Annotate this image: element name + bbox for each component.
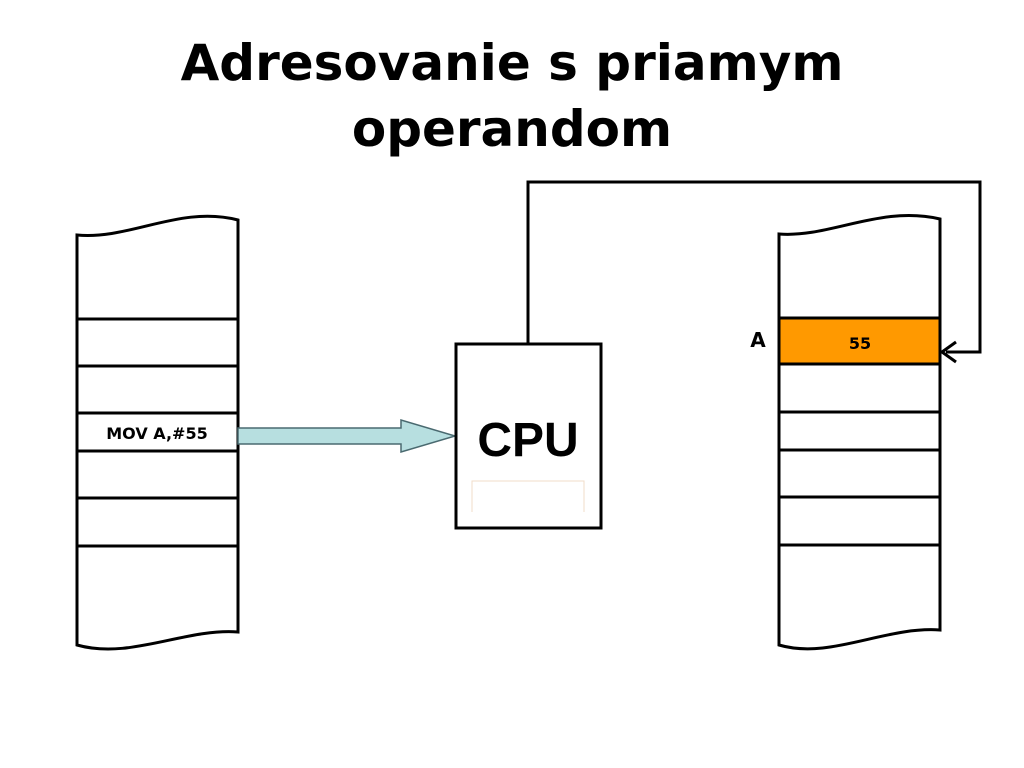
- program-memory-outline: [75, 214, 240, 651]
- program-memory: MOV A,#55: [75, 214, 240, 651]
- title-line-2: operandom: [351, 100, 673, 158]
- title-line-1: Adresovanie s priamym: [180, 34, 844, 92]
- data-memory: 55 A: [750, 214, 942, 651]
- instruction-text: MOV A,#55: [106, 424, 207, 443]
- cpu-label: CPU: [477, 414, 578, 467]
- write-path: [526, 180, 982, 354]
- cpu-box: [454, 342, 603, 530]
- cpu-inner-outline: [471, 480, 585, 512]
- register-label: A: [750, 328, 766, 352]
- data-memory-outline: [777, 214, 942, 651]
- register-a-cell: [777, 316, 942, 366]
- cpu-block: CPU: [454, 342, 603, 530]
- fetch-arrow: [237, 418, 458, 454]
- write-arrowhead: [939, 340, 957, 364]
- register-value: 55: [849, 334, 871, 353]
- slide-title: Adresovanie s priamym operandom: [0, 30, 1024, 162]
